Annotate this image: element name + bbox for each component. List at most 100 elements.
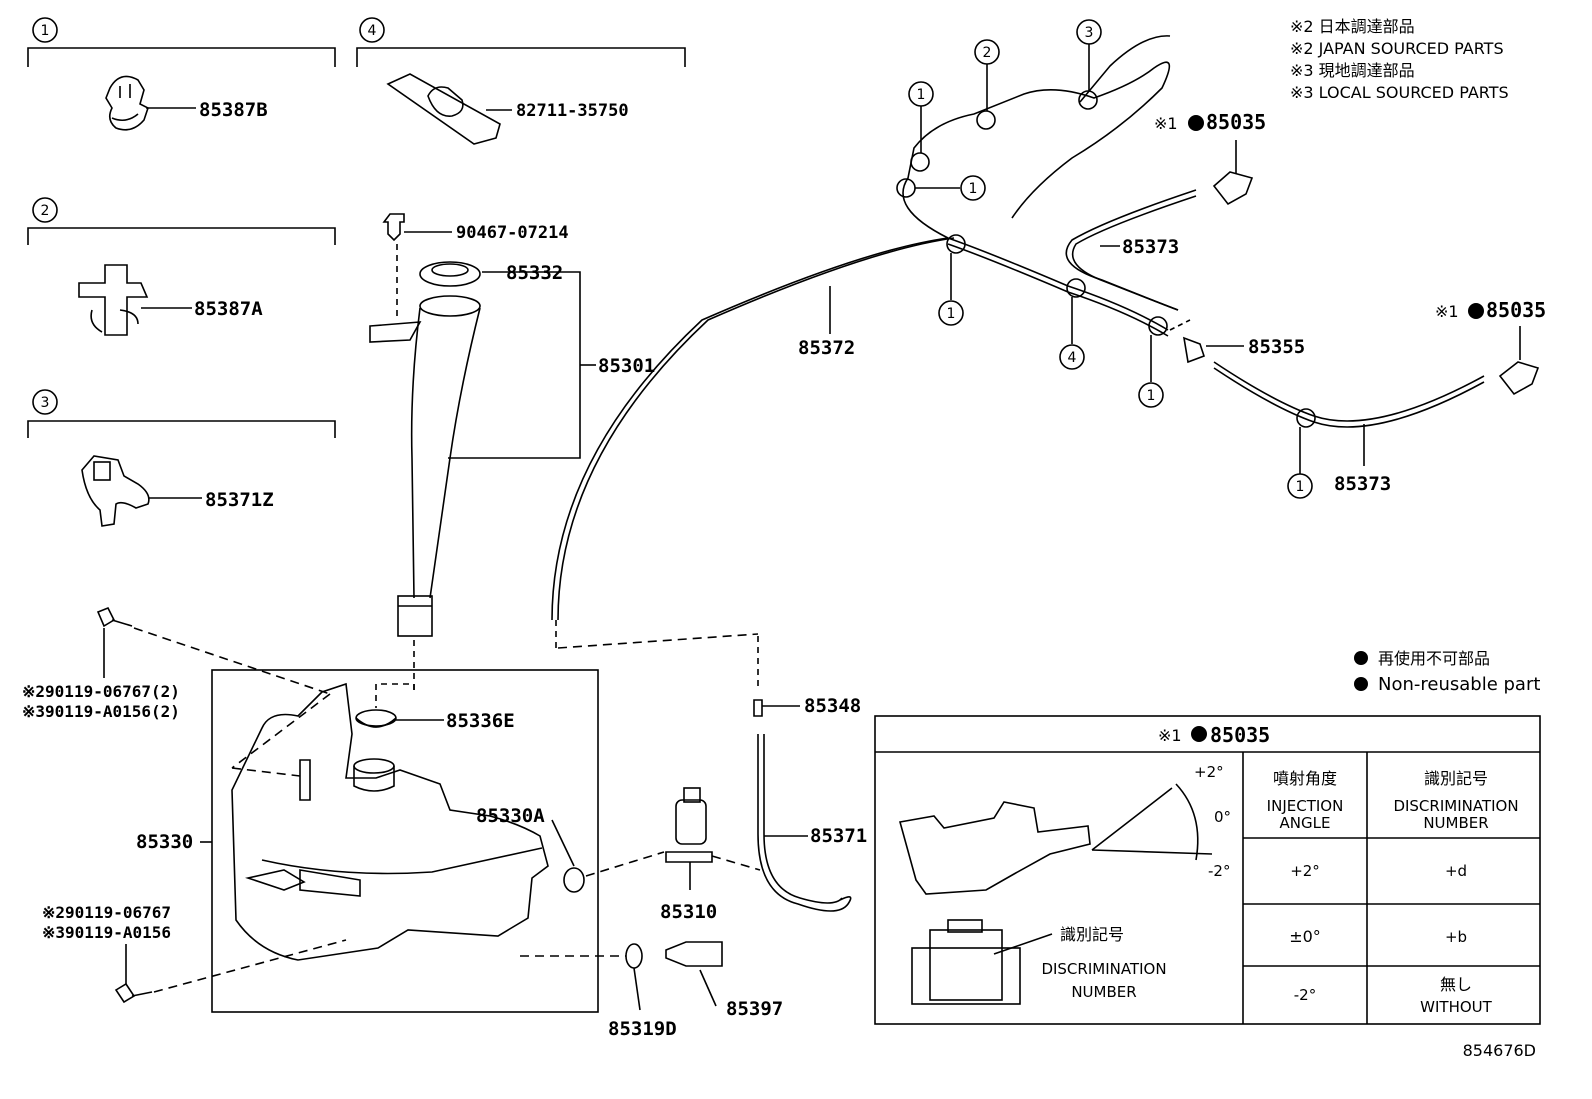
- nonreusable-dot-3: [1191, 726, 1207, 742]
- legend-jp: 再使用不可部品: [1378, 649, 1490, 668]
- group-num-1: 1: [41, 23, 50, 39]
- reservoir-tank: [231, 682, 549, 961]
- col2-header-en2: NUMBER: [1423, 814, 1488, 832]
- callout-1a: 1: [917, 87, 926, 103]
- part-85035-right: 85035: [1486, 298, 1546, 322]
- callout-4: 4: [1068, 350, 1077, 366]
- part-85355: 85355: [1248, 336, 1305, 358]
- callout-2: 2: [983, 45, 992, 61]
- callout-circle-1: [32, 17, 58, 43]
- part-85319d: 85319D: [608, 1018, 677, 1040]
- row3-code: 無し: [1440, 975, 1472, 994]
- hose-85372: [551, 237, 949, 621]
- group-num-4: 4: [368, 23, 377, 39]
- part-85348: 85348: [804, 695, 861, 717]
- bolt-upper-label-a: ※290119-06767(2): [22, 682, 180, 701]
- table-title-part: 85035: [1210, 723, 1270, 747]
- nozzle-85035-upper: [1212, 171, 1254, 206]
- part-85387a: 85387A: [194, 298, 263, 320]
- row3-angle: -2°: [1294, 986, 1316, 1004]
- row1-angle: +2°: [1290, 862, 1320, 880]
- col1-header-jp: 噴射角度: [1273, 769, 1337, 788]
- filler-assembly: [369, 213, 596, 690]
- row3-code2: WITHOUT: [1420, 998, 1492, 1016]
- part-85330a: 85330A: [476, 805, 545, 827]
- bolt-lower: [114, 939, 347, 1004]
- sensor-85397: [665, 941, 723, 967]
- part-85035-upper: 85035: [1206, 110, 1266, 134]
- angle-pos-label: +2°: [1194, 763, 1224, 781]
- part-85387b: 85387B: [199, 99, 268, 121]
- callout-1b: 1: [969, 181, 978, 197]
- part-85371: 85371: [810, 825, 867, 847]
- bolt-upper: [96, 606, 331, 777]
- row2-code: +b: [1445, 928, 1467, 946]
- callout-1c: 1: [947, 306, 956, 322]
- part-85397: 85397: [726, 998, 783, 1020]
- hose-85373-lower: [1213, 361, 1485, 422]
- callout-1e: 1: [1296, 479, 1305, 495]
- legend-dot-jp: [1354, 651, 1368, 665]
- grommet-85319d: [625, 943, 643, 969]
- part-90467: 90467-07214: [456, 223, 569, 243]
- connector-85348: [753, 699, 763, 717]
- part-85371z: 85371Z: [205, 489, 274, 511]
- nozzle-85035-right: [1498, 361, 1540, 396]
- note-jp-1: ※2 日本調達部品: [1290, 17, 1415, 36]
- hose-85371: [757, 734, 852, 912]
- disc-label-jp: 識別記号: [1060, 925, 1124, 944]
- prefix-85035-right: ※1: [1435, 302, 1459, 321]
- table-title-prefix: ※1: [1158, 726, 1182, 745]
- reservoir-box: [211, 669, 599, 1013]
- clip-82711-shape: [386, 73, 501, 145]
- col1-header-en1: INJECTION: [1267, 797, 1344, 815]
- clip-85387b-shape: [105, 75, 149, 131]
- disc-label-en1: DISCRIMINATION: [1041, 960, 1166, 978]
- angle-neg-label: -2°: [1208, 862, 1230, 880]
- legend-en: Non-reusable part: [1378, 674, 1540, 695]
- clip-group-4: [356, 17, 686, 145]
- legend-dot-en: [1354, 677, 1368, 691]
- row2-angle: ±0°: [1289, 927, 1321, 946]
- group-num-3: 3: [41, 395, 50, 411]
- part-85372: 85372: [798, 337, 855, 359]
- row1-code: +d: [1445, 862, 1467, 880]
- col2-header-en1: DISCRIMINATION: [1393, 797, 1518, 815]
- bolt-lower-label-b: ※390119-A0156: [42, 923, 171, 942]
- part-85373-lower: 85373: [1334, 473, 1391, 495]
- seal-85330a: [563, 867, 585, 893]
- bolt-lower-label-a: ※290119-06767: [42, 903, 171, 922]
- clip-group-3: [27, 389, 336, 527]
- note-en-1: ※2 JAPAN SOURCED PARTS: [1290, 39, 1504, 58]
- bolt-upper-label-b: ※390119-A0156(2): [22, 702, 180, 721]
- prefix-85035-upper: ※1: [1154, 114, 1178, 133]
- pump-85310: [585, 787, 761, 890]
- col2-header-jp: 識別記号: [1424, 769, 1488, 788]
- part-85330: 85330: [136, 831, 193, 853]
- note-jp-2: ※3 現地調達部品: [1290, 61, 1415, 80]
- part-85301: 85301: [598, 355, 655, 377]
- callout-3: 3: [1085, 25, 1094, 41]
- part-82711: 82711-35750: [516, 101, 629, 121]
- clip-85371z-shape: [81, 455, 150, 527]
- angle-zero-label: 0°: [1214, 808, 1231, 826]
- clip-group-2: [27, 197, 336, 336]
- part-85336e: 85336E: [446, 710, 515, 732]
- nonreusable-dot-1: [1188, 115, 1204, 131]
- nonreusable-dot-2: [1468, 303, 1484, 319]
- part-85332: 85332: [506, 262, 563, 284]
- nozzle-table: [874, 715, 1541, 1025]
- note-en-2: ※3 LOCAL SOURCED PARTS: [1290, 83, 1509, 102]
- col1-header-en2: ANGLE: [1280, 814, 1331, 832]
- group-num-2: 2: [41, 203, 50, 219]
- disc-label-en2: NUMBER: [1071, 983, 1136, 1001]
- connector-85355: [1182, 336, 1206, 364]
- diagram-id: 854676D: [1463, 1041, 1536, 1060]
- clip-group-1: [27, 17, 336, 131]
- clip-85387a-shape: [78, 264, 149, 336]
- part-85310: 85310: [660, 901, 717, 923]
- callout-1d: 1: [1147, 388, 1156, 404]
- part-85373-upper: 85373: [1122, 236, 1179, 258]
- grommet-85336e: [355, 709, 397, 727]
